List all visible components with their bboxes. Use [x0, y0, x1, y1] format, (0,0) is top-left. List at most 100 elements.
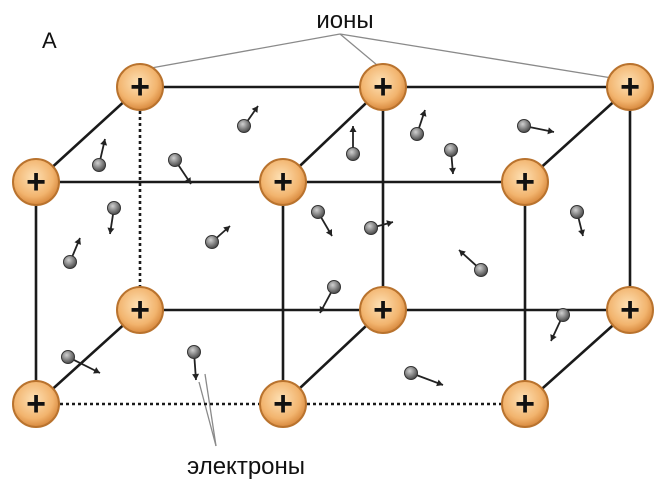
arrow-head: [223, 226, 230, 233]
ion-ball: [116, 286, 164, 334]
electron-dot: [474, 263, 488, 277]
electron: [346, 126, 360, 161]
arrow-head: [184, 177, 191, 184]
ion-plus-sign: +: [515, 385, 535, 423]
electron-dot: [92, 158, 106, 172]
electron-dot: [311, 205, 325, 219]
ion-ball: [501, 380, 549, 428]
label-pointer-lines: [139, 33, 613, 447]
ion-plus-sign: +: [620, 68, 640, 106]
ion-plus-sign: +: [373, 68, 393, 106]
electron-dot: [410, 127, 424, 141]
ion: +: [359, 286, 407, 334]
ions-label: ионы: [316, 7, 373, 34]
ions-pointer-line: [339, 33, 384, 71]
arrow-head: [550, 334, 557, 341]
ion: +: [259, 158, 307, 206]
electron: [311, 205, 333, 237]
arrow-head: [319, 306, 326, 313]
electron-dot: [107, 201, 121, 215]
ion-ball: [12, 380, 60, 428]
ion-ball: [12, 158, 60, 206]
ion-plus-sign: +: [26, 385, 46, 423]
electron: [92, 138, 108, 172]
ion-ball: [259, 158, 307, 206]
arrow-head: [349, 126, 357, 132]
ion: +: [12, 380, 60, 428]
arrow-head: [436, 379, 443, 387]
ion-plus-sign: +: [373, 291, 393, 329]
electron-dot: [237, 119, 251, 133]
electron: [410, 109, 427, 141]
electron: [458, 249, 488, 277]
ion-plus-sign: +: [130, 68, 150, 106]
arrow-head: [459, 250, 466, 257]
electrons-label: электроны: [187, 453, 305, 480]
electron-dot: [168, 153, 182, 167]
electron: [404, 366, 444, 387]
ions-pointer-line: [139, 33, 341, 71]
electron-dot: [556, 308, 570, 322]
ion: +: [606, 286, 654, 334]
electron-dot: [205, 235, 219, 249]
ion-plus-sign: +: [26, 163, 46, 201]
ion-ball: [606, 286, 654, 334]
ion-ball: [116, 63, 164, 111]
electron-dot: [327, 280, 341, 294]
ion-plus-sign: +: [130, 291, 150, 329]
arrow-head: [100, 139, 108, 146]
ion-ball: [359, 286, 407, 334]
arrow-head: [325, 229, 332, 236]
ions-pointer-line: [339, 33, 613, 79]
electron-dot: [404, 366, 418, 380]
ion: +: [116, 63, 164, 111]
arrow-head: [93, 367, 100, 374]
electron: [550, 308, 570, 342]
arrow-head: [251, 106, 258, 113]
ion: +: [501, 380, 549, 428]
electron: [237, 105, 259, 133]
electron: [63, 237, 81, 269]
ion-ball: [606, 63, 654, 111]
electron-dot: [63, 255, 77, 269]
electron: [444, 143, 458, 175]
ion-plus-sign: +: [273, 385, 293, 423]
electron-dot: [346, 147, 360, 161]
ion: +: [359, 63, 407, 111]
ion-ball: [359, 63, 407, 111]
ion-plus-sign: +: [273, 163, 293, 201]
ion: +: [116, 286, 164, 334]
arrow-head: [547, 127, 554, 135]
arrow-head: [386, 220, 393, 227]
ion: +: [12, 158, 60, 206]
electron: [168, 153, 192, 185]
arrow-head: [74, 238, 81, 245]
ion-ball: [501, 158, 549, 206]
electron-dot: [187, 345, 201, 359]
ion-plus-sign: +: [620, 291, 640, 329]
electron: [570, 205, 585, 237]
panel-letter: А: [42, 28, 57, 53]
electron-dot: [570, 205, 584, 219]
electron: [187, 345, 201, 381]
electron: [205, 225, 231, 249]
electrons: [61, 105, 585, 387]
arrow-head: [578, 229, 585, 236]
ion-plus-sign: +: [515, 163, 535, 201]
electron: [517, 119, 555, 135]
electron-dot: [517, 119, 531, 133]
arrow-head: [107, 227, 115, 234]
electrons-pointer-line: [198, 381, 217, 447]
ion: +: [501, 158, 549, 206]
electrons-pointer-line: [204, 373, 217, 447]
electron-dot: [364, 221, 378, 235]
electron: [319, 280, 341, 314]
arrow-head: [449, 167, 456, 174]
electron-dot: [61, 350, 75, 364]
electron-dot: [444, 143, 458, 157]
electron: [364, 220, 394, 235]
ion-ball: [259, 380, 307, 428]
arrow-head: [419, 110, 427, 117]
ions: + + + + + + + + + + + +: [12, 63, 654, 428]
